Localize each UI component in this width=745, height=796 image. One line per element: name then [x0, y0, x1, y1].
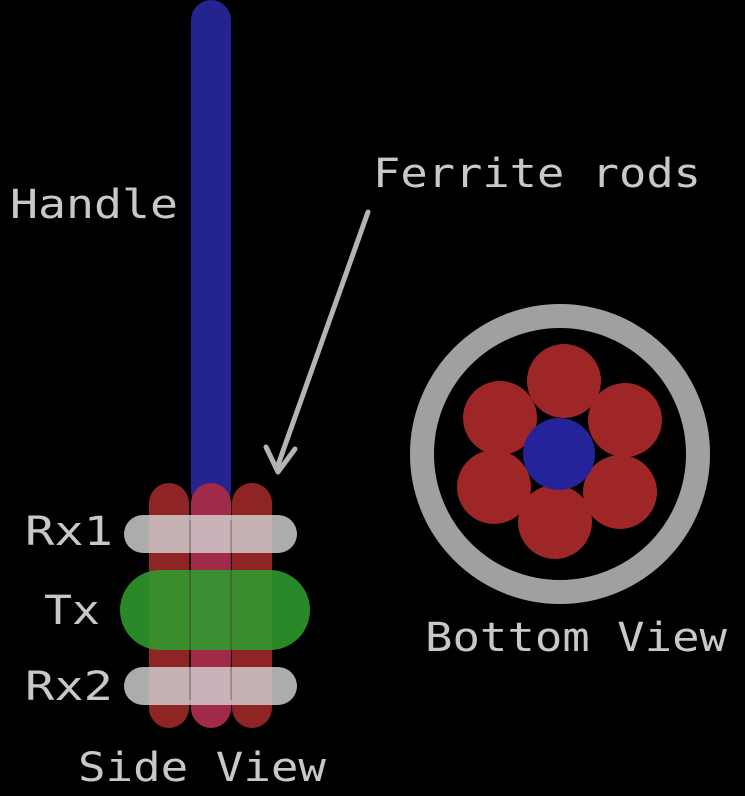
ferrite-rods-arrow — [263, 209, 371, 475]
tx-coil — [120, 570, 310, 650]
bottom-view-label: Bottom View — [425, 615, 728, 661]
bottom-rod-top — [527, 344, 601, 418]
ferrite-rods-label: Ferrite rods — [373, 151, 701, 197]
handle-label: Handle — [10, 182, 178, 228]
bottom-view — [410, 304, 710, 604]
rx1-label: Rx1 — [25, 509, 113, 555]
bottom-center-handle-rod — [523, 418, 595, 490]
rx2-coil — [124, 667, 297, 705]
tx-label: Tx — [44, 588, 100, 634]
outer-coil-ring — [410, 304, 710, 604]
bottom-rod-upper-left — [463, 381, 537, 455]
side-view — [120, 0, 310, 728]
bottom-rod-lower-right — [583, 455, 657, 529]
bottom-rod-upper-right — [588, 383, 662, 457]
bottom-rod-bottom — [518, 485, 592, 559]
side-view-label: Side View — [78, 745, 327, 791]
handle-rod — [191, 0, 231, 510]
rx1-coil — [124, 515, 297, 553]
rx2-label: Rx2 — [25, 664, 113, 710]
bottom-rod-lower-left — [457, 450, 531, 524]
